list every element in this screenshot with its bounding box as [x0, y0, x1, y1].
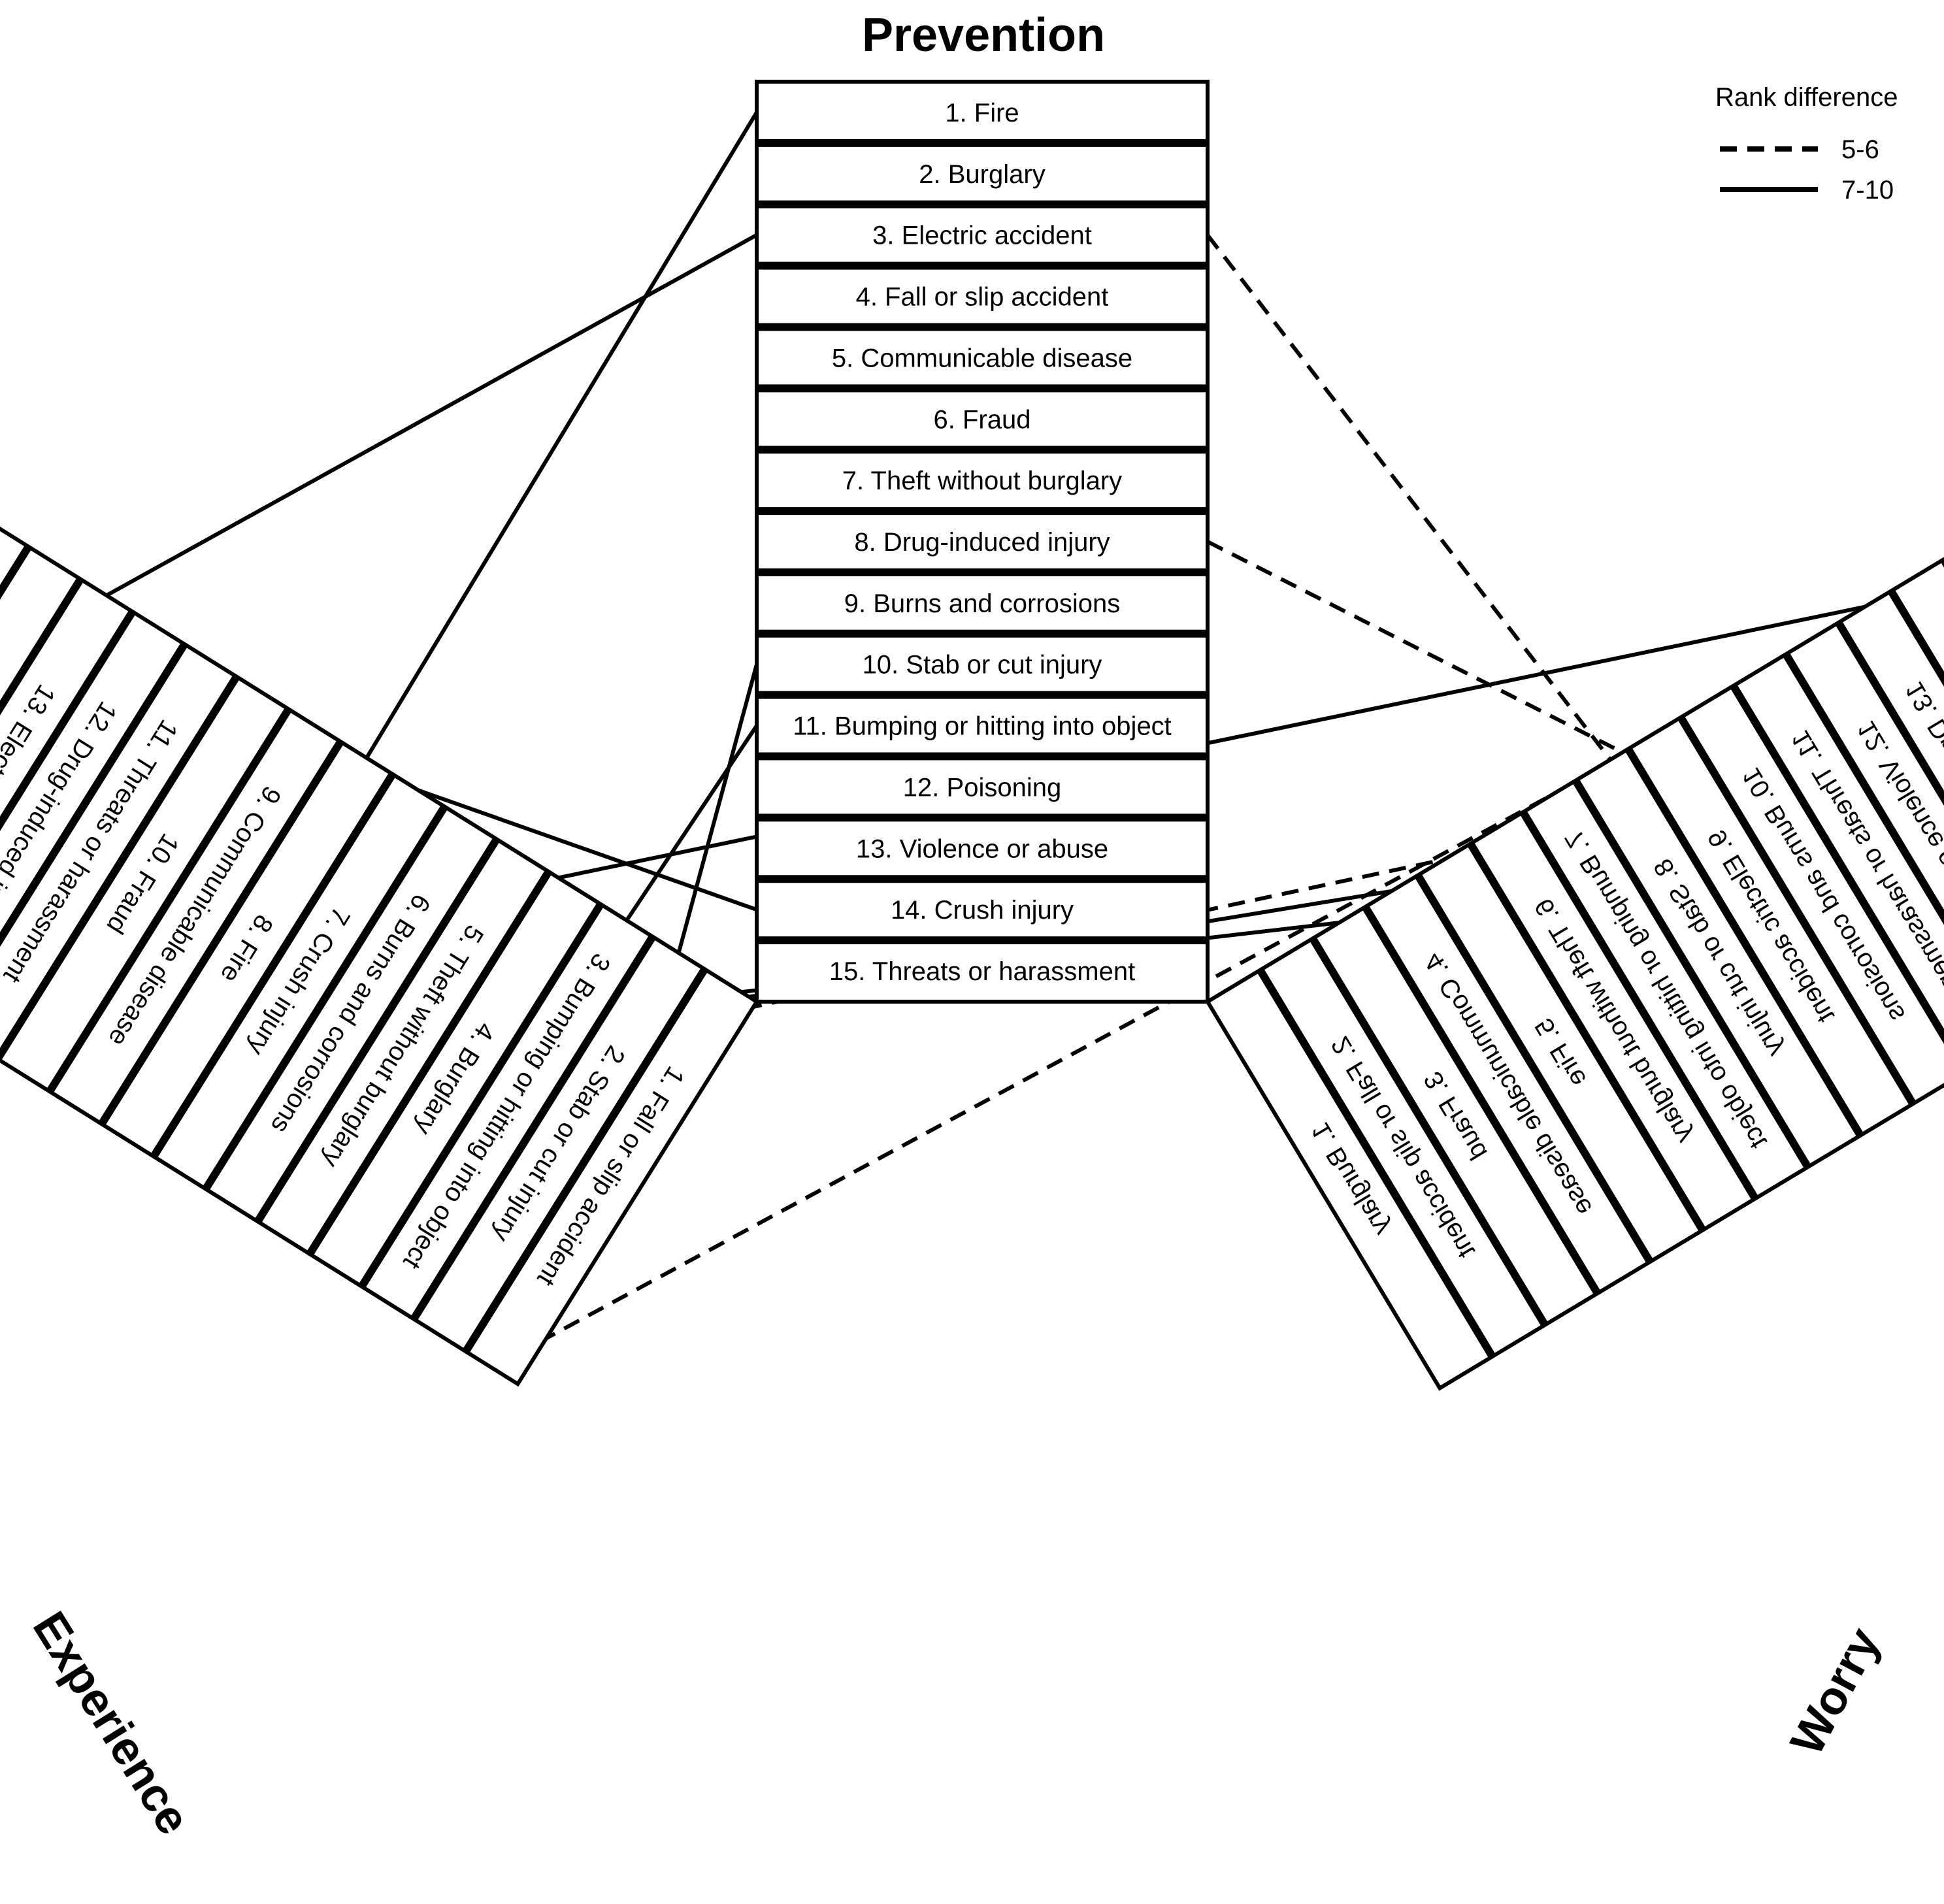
- legend: Rank difference 5-6 7-10: [1715, 83, 1898, 205]
- experience-row-divider: [254, 837, 501, 1224]
- worry-row-divider: [1887, 589, 1944, 980]
- connection-solid: [625, 724, 759, 922]
- worry-title: Worry: [1781, 1620, 1890, 1764]
- connection-solid: [105, 233, 758, 597]
- prevention-item-4: 4. Fall or slip accident: [856, 283, 1109, 312]
- worry-row-divider: [1362, 904, 1601, 1296]
- ranking-columns: 1. Fire 2. Burglary 3. Electric accident 4.…: [0, 80, 1944, 1391]
- prevention-item-8: 8. Drug-induced injury: [854, 528, 1110, 557]
- prevention-column: 1. Fire 2. Burglary 3. Electric accident 4.…: [755, 80, 1210, 1004]
- connection-solid: [365, 111, 759, 759]
- prevention-title: Prevention: [862, 9, 1105, 61]
- worry-row-divider: [1414, 873, 1654, 1264]
- experience-row-divider: [462, 967, 708, 1354]
- worry-row-divider: [1677, 715, 1917, 1106]
- connection-dashed: [491, 795, 1551, 1370]
- worry-column-frame: [1204, 525, 1944, 1391]
- experience-column-frame: [0, 511, 760, 1387]
- experience-row-divider: [0, 642, 188, 1029]
- experience-row-divider: [358, 902, 604, 1289]
- experience-row-divider: [0, 577, 84, 964]
- prevention-item-7: 7. Theft without burglary: [842, 467, 1122, 495]
- prevention-item-9: 9. Burns and corrosions: [844, 589, 1120, 618]
- prevention-item-12: 12. Poisoning: [903, 773, 1061, 802]
- legend-title: Rank difference: [1715, 83, 1898, 112]
- worry-row-divider: [1624, 747, 1864, 1138]
- legend-label-solid: 7-10: [1841, 176, 1894, 205]
- prevention-item-11: 11. Bumping or hitting into object: [793, 712, 1172, 741]
- connection-dashed: [1206, 233, 1888, 1121]
- prevention-item-10: 10. Stab or cut injury: [863, 651, 1102, 680]
- prevention-item-5: 5. Communicable disease: [832, 344, 1132, 372]
- prevention-item-1: 1. Fire: [945, 99, 1019, 127]
- worry-row-divider: [1835, 620, 1944, 1011]
- worry-row-divider: [1782, 652, 1944, 1043]
- worry-row-divider: [1309, 936, 1549, 1327]
- experience-row-divider: [150, 772, 396, 1159]
- prevention-item-3: 3. Electric accident: [872, 222, 1092, 250]
- experience-row-divider: [0, 609, 136, 996]
- experience-row-divider: [202, 804, 448, 1191]
- worry-row-divider: [1467, 842, 1706, 1232]
- experience-row-divider: [46, 707, 292, 1094]
- prevention-item-14: 14. Crush injury: [891, 896, 1074, 925]
- prevention-item-13: 13. Violence or abuse: [856, 834, 1108, 863]
- worry-row-divider: [1730, 683, 1944, 1075]
- prevention-item-15: 15. Threats or harassment: [829, 957, 1135, 986]
- connection-solid: [676, 663, 759, 954]
- prevention-item-2: 2. Burglary: [919, 160, 1045, 189]
- experience-title: Experience: [23, 1603, 200, 1843]
- worry-row-divider: [1519, 810, 1759, 1201]
- worry-row-divider: [1572, 778, 1811, 1170]
- worry-row-divider: [1257, 968, 1496, 1359]
- experience-row-divider: [410, 934, 656, 1321]
- prevention-item-6: 6. Fraud: [934, 405, 1031, 434]
- experience-row-divider: [98, 739, 344, 1126]
- connection-solid: [418, 788, 757, 912]
- prevention-column-frame: [755, 80, 1210, 1004]
- experience-row-divider: [306, 869, 552, 1256]
- legend-label-dashed: 5-6: [1841, 135, 1879, 164]
- experience-row-divider: [0, 674, 240, 1061]
